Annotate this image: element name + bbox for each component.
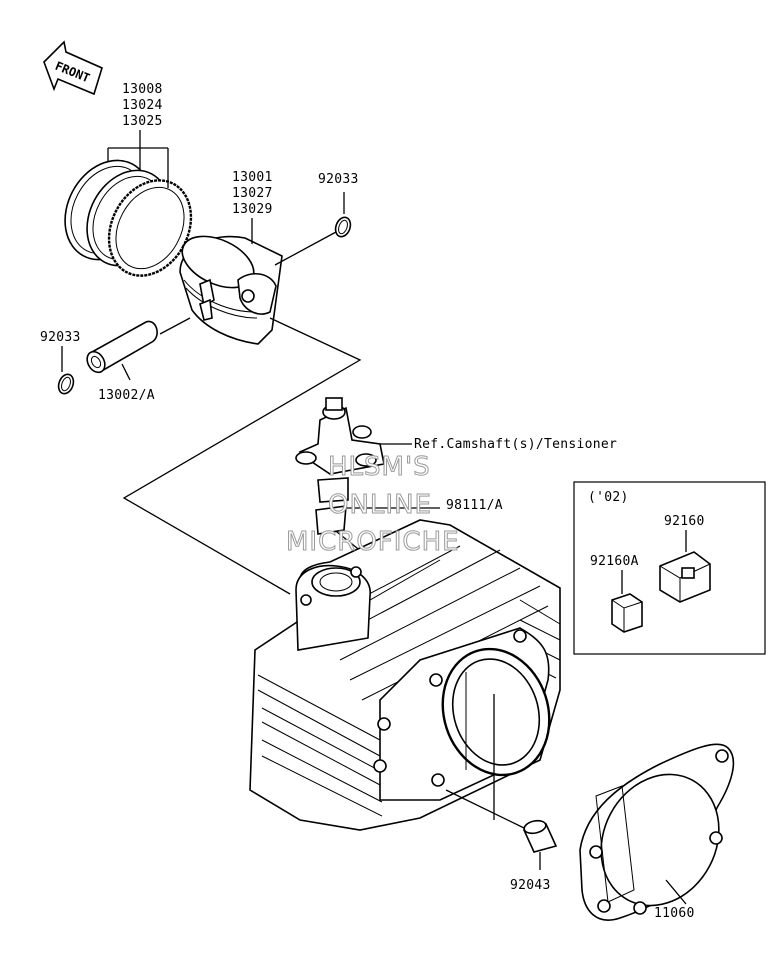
label-dowel: 92043 (510, 878, 551, 893)
piston (179, 235, 283, 345)
inset-label-92160: 92160 (664, 514, 705, 529)
label-bolt: 98111/A (446, 498, 503, 513)
label-rings-2: 13024 (122, 98, 163, 113)
dowel-pin (522, 819, 558, 853)
clip-right (334, 216, 352, 238)
label-pin: 13002/A (98, 388, 155, 403)
label-rings-3: 13025 (122, 114, 163, 129)
clip-left (57, 373, 75, 395)
piston-pin (86, 320, 158, 374)
label-piston-1: 13001 (232, 170, 273, 185)
label-rings-1: 13008 (122, 82, 163, 97)
inset-year: ('02) (588, 490, 629, 505)
front-arrow-icon: FRONT (43, 40, 103, 96)
watermark-line-3: MICROFICHE (286, 527, 460, 558)
watermark-line-1: HLSM'S (328, 452, 431, 483)
label-piston-2: 13027 (232, 186, 273, 201)
label-clip-right: 92033 (318, 172, 359, 187)
inset-part-92160A (611, 593, 643, 633)
inset-box (573, 481, 766, 655)
cylinder-block (249, 519, 561, 831)
inset-part-92160 (659, 551, 711, 603)
watermark-line-2: ONLINE (328, 490, 432, 521)
tensioner (295, 397, 385, 535)
label-gasket: 11060 (654, 906, 695, 921)
inset-label-92160A: 92160A (590, 554, 639, 569)
label-piston-3: 13029 (232, 202, 273, 217)
base-gasket (579, 743, 735, 921)
label-clip-left: 92033 (40, 330, 81, 345)
label-tensioner-ref: Ref.Camshaft(s)/Tensioner (414, 437, 618, 452)
